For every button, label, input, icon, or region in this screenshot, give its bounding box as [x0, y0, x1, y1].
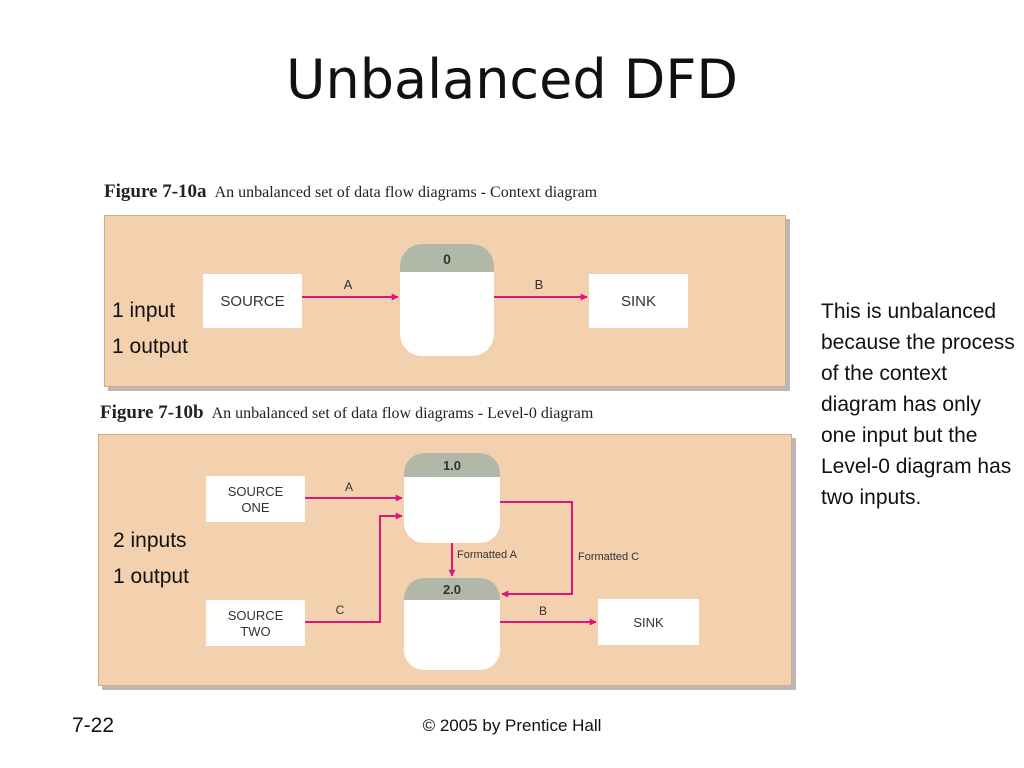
entity-sink-b: SINK [598, 599, 699, 645]
context-output-count: 1 output [112, 335, 188, 358]
figure-a-description: An unbalanced set of data flow diagrams … [214, 184, 598, 201]
process-0-id: 0 [443, 251, 451, 267]
page-title: Unbalanced DFD [285, 48, 738, 111]
flow-label-c: C [336, 603, 345, 617]
flow-label-a: A [344, 277, 353, 292]
figure-a-caption: Figure 7-10a An unbalanced set of data fl… [104, 181, 597, 203]
figure-b-description: An unbalanced set of data flow diagrams … [211, 405, 594, 422]
flow-arrow-c [305, 512, 403, 623]
figure-b-number: Figure 7-10b [100, 402, 204, 423]
entity-sink: SINK [589, 274, 688, 328]
level0-output-count: 1 output [113, 565, 189, 588]
flow-label-a-b: A [345, 480, 353, 494]
explanation-text: This is unbalanced because the process o… [821, 300, 1015, 509]
flow-label-formatted-c: Formatted C [578, 551, 639, 563]
level0-input-count: 2 inputs [113, 529, 187, 552]
figure-a-number: Figure 7-10a [104, 181, 207, 202]
copyright-notice: © 2005 by Prentice Hall [422, 716, 602, 735]
entity-source-one-line1: SOURCE [228, 484, 284, 499]
entity-source: SOURCE [203, 274, 302, 328]
context-input-count: 1 input [112, 299, 176, 322]
entity-source-one-line2: ONE [241, 500, 270, 515]
process-1-0: 1.0 [404, 453, 500, 543]
flow-label-b-b: B [539, 604, 547, 618]
figure-b-caption: Figure 7-10b An unbalanced set of data fl… [100, 402, 593, 424]
process-0: 0 [400, 244, 494, 356]
slide-number: 7-22 [72, 714, 115, 737]
entity-sink-b-label: SINK [633, 615, 664, 630]
entity-source-two-line2: TWO [240, 624, 270, 639]
flow-label-b: B [535, 277, 544, 292]
process-1-0-id: 1.0 [443, 458, 461, 473]
entity-source-one: SOURCE ONE [206, 476, 305, 522]
flow-arrow-formatted-c [500, 501, 573, 598]
entity-source-two-line1: SOURCE [228, 608, 284, 623]
process-2-0-id: 2.0 [443, 582, 461, 597]
entity-source-two: SOURCE TWO [206, 600, 305, 646]
entity-sink-label: SINK [621, 293, 656, 310]
process-2-0: 2.0 [404, 578, 500, 670]
entity-source-label: SOURCE [220, 293, 284, 310]
flow-label-formatted-a: Formatted A [457, 549, 518, 561]
